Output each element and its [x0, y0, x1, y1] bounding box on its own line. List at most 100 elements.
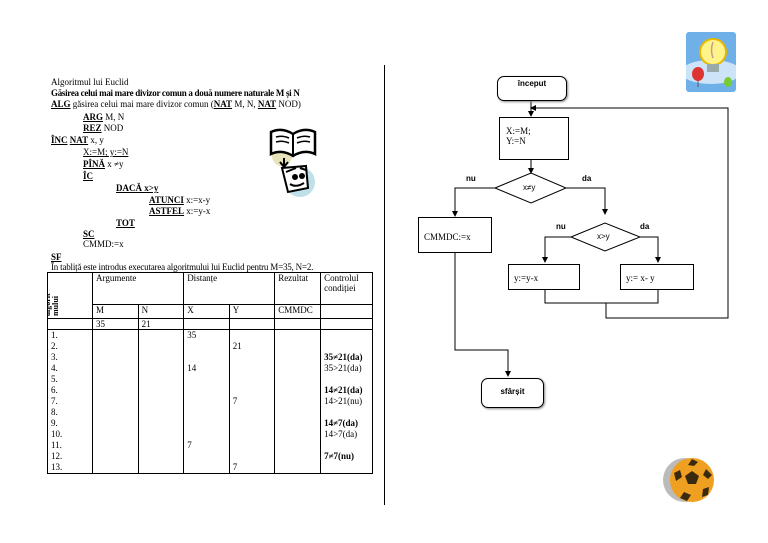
n-cell	[137, 451, 185, 462]
arrow-cond1-yes	[566, 187, 608, 215]
table-row: 5.	[47, 374, 373, 385]
ctrl-subheader	[320, 304, 373, 319]
end-terminal: sfârșit	[481, 378, 544, 408]
algorithm-title: Algoritmul lui Euclid	[51, 77, 129, 87]
n-cell	[137, 385, 185, 396]
alg-text: găsirea celui mai mare divizor comun (	[70, 99, 214, 109]
pina-text: x ≠y	[105, 159, 124, 169]
arrow-cond2-yes	[640, 236, 661, 263]
n-cell	[137, 418, 185, 429]
n-cell	[137, 440, 185, 451]
alg-end: NOD)	[276, 99, 301, 109]
loop-back-line	[530, 105, 729, 319]
inc-text: x, y	[88, 135, 104, 145]
step-cell: 7.	[47, 396, 93, 407]
start-terminal: început	[497, 76, 567, 101]
rez-line: REZ NOD	[83, 123, 123, 133]
arrow-result-end	[454, 253, 511, 377]
ctrl-cell	[320, 462, 373, 474]
arg-keyword: ARG	[83, 112, 103, 122]
step-cell: 4.	[47, 363, 93, 374]
n-header: N	[137, 304, 185, 319]
merge-line-a	[544, 290, 659, 304]
astfel-line: ASTFEL x:=y-x	[149, 206, 210, 216]
nat-keyword: NAT	[69, 135, 89, 145]
step-cell: 11.	[47, 440, 93, 451]
n-cell	[137, 407, 185, 418]
assign-line: X:=M; y:=N	[83, 147, 129, 157]
step-cell: 6.	[47, 385, 93, 396]
intro-text: În tabliță este introdus executarea algo…	[51, 262, 314, 272]
ctrl-cell: 14>21(nu)	[320, 396, 373, 407]
rez-header: Rezultat	[274, 272, 322, 305]
table-row: 10.14>7(da)	[47, 429, 373, 440]
astfel-keyword: ASTFEL	[149, 206, 185, 216]
arrow-cond1-no	[452, 187, 495, 217]
result-block: CMMDC:=x	[418, 217, 492, 253]
init-ctrl	[320, 318, 373, 330]
sc-keyword: SC	[83, 229, 95, 239]
cond1-yes-label: da	[582, 174, 592, 183]
inc-keyword: ÎNC	[51, 135, 68, 145]
daca-text: x>y	[142, 183, 159, 193]
op-right-block: y:= x- y	[620, 264, 694, 290]
pina-line: PÎNĂ x ≠y	[83, 159, 123, 169]
n-cell	[137, 462, 185, 474]
table-row: 12. 7≠7(nu)	[47, 451, 373, 462]
step-cell: 12.	[47, 451, 93, 462]
step-cell: 2.	[47, 341, 93, 352]
arrow-cond2-no	[542, 236, 571, 263]
table-row: 13.7	[47, 462, 373, 474]
atunci-text: x:=x-y	[183, 195, 211, 205]
cond1-no-label: nu	[466, 174, 476, 183]
inc-line: ÎNC NAT x, y	[51, 135, 104, 145]
table-row: 1.35	[47, 329, 373, 341]
ctrl-cell	[320, 407, 373, 418]
nat-keyword: NAT	[213, 99, 233, 109]
table-row: 8.	[47, 407, 373, 418]
init-step-cell	[47, 318, 93, 330]
rez-text: NOD	[101, 123, 124, 133]
daca-keyword: DACĂ	[116, 183, 142, 193]
op-left-block: y:=y-x	[508, 264, 580, 290]
ctrl-cell: 35≠21(da)	[320, 352, 373, 363]
alg-line: ALG găsirea celui mai mare divizor comun…	[51, 99, 301, 109]
x-header: X	[183, 304, 230, 319]
table-row: 3.35≠21(da)	[47, 352, 373, 363]
atunci-line: ATUNCI x:=x-y	[149, 195, 210, 205]
step-cell: 1.	[47, 329, 93, 341]
ic-keyword: ÎC	[83, 171, 94, 181]
ctrl-cell: 35>21(da)	[320, 363, 373, 374]
ctrl-cell	[320, 440, 373, 451]
sf-keyword: SF	[51, 252, 62, 262]
n-cell	[137, 396, 185, 407]
page-divider	[384, 65, 385, 505]
tot-keyword: TOT	[116, 218, 135, 228]
step-cell: 9.	[47, 418, 93, 429]
arg-header: Argumente	[91, 272, 185, 305]
ctrl-cell: 7≠7(nu)	[320, 451, 373, 462]
assign-block: X:=M; Y:=N	[499, 117, 569, 160]
cond2-label: x>y	[597, 232, 610, 241]
nat-keyword: NAT	[257, 99, 277, 109]
ctrl-cell	[320, 341, 373, 352]
step-cell: 10.	[47, 429, 93, 440]
table-row: 6.14≠21(da)	[47, 385, 373, 396]
alg-keyword: ALG	[51, 99, 71, 109]
cond1-diamond	[493, 172, 568, 204]
alg-mid: M, N,	[232, 99, 258, 109]
pina-keyword: PÎNĂ	[83, 159, 105, 169]
table-row: 11.7	[47, 440, 373, 451]
astfel-text: x:=y-x	[184, 206, 211, 216]
n-cell	[137, 329, 185, 341]
atunci-keyword: ATUNCI	[149, 195, 184, 205]
arg-line: ARG M, N	[83, 112, 124, 122]
n-cell	[137, 341, 185, 352]
table-row: 2.21	[47, 341, 373, 352]
cond2-diamond	[569, 222, 642, 252]
ctrl-cell	[320, 374, 373, 385]
